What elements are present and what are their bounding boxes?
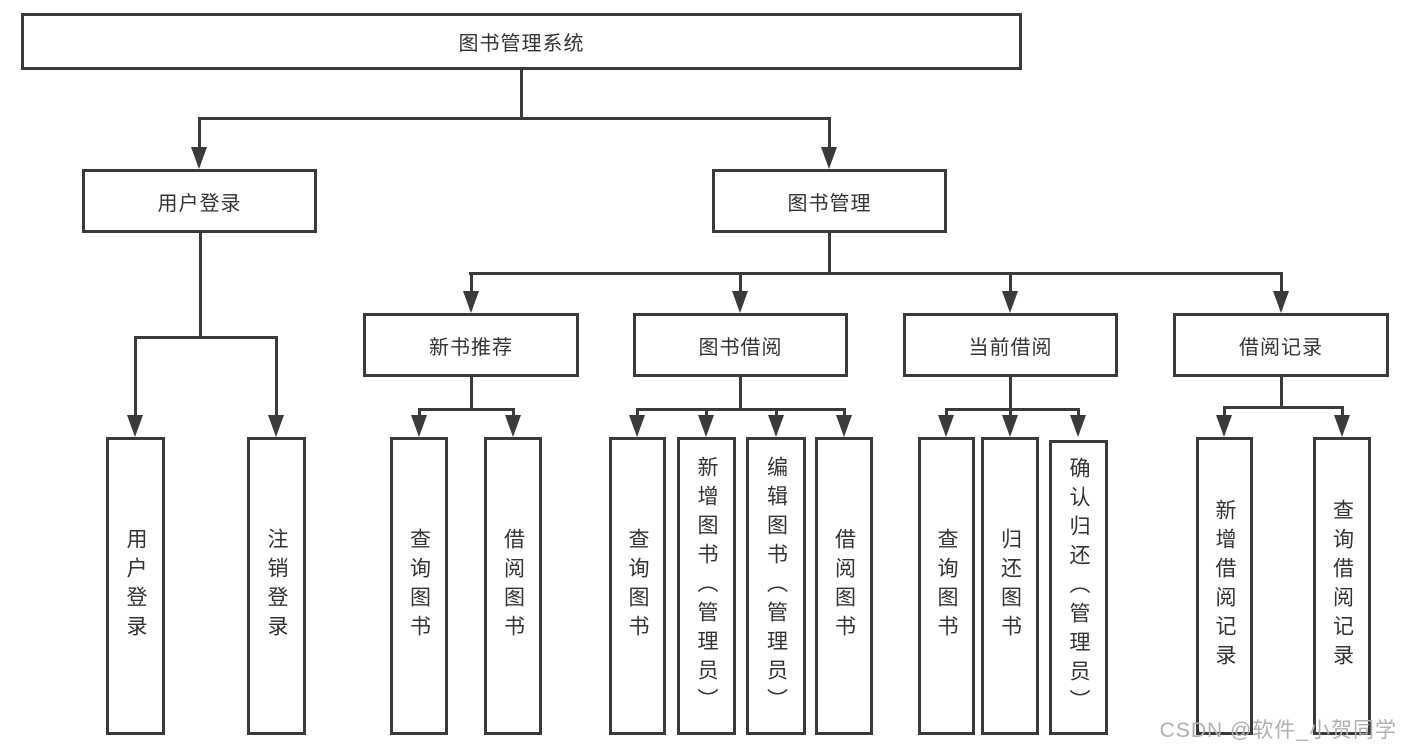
leaf-query-books-recommend: 查询图书	[390, 437, 448, 735]
node-borrowing-records: 借阅记录	[1173, 313, 1389, 377]
connector-segment	[470, 377, 473, 410]
arrowhead-down-icon	[411, 415, 427, 437]
connector-segment	[1223, 406, 1226, 416]
arrowhead-down-icon	[1273, 291, 1289, 313]
connector-segment	[843, 408, 846, 416]
arrowhead-down-icon	[463, 291, 479, 313]
arrowhead-down-icon	[1002, 291, 1018, 313]
leaf-label: 新增图书（管理员）	[695, 455, 718, 717]
leaf-label: 借阅图书	[501, 528, 525, 644]
node-library-management-system: 图书管理系统	[21, 13, 1022, 70]
connector-segment	[1280, 377, 1283, 408]
leaf-confirm-return-admin: 确认归还（管理员）	[1049, 440, 1108, 735]
connector-segment	[418, 408, 421, 416]
arrowhead-down-icon	[191, 147, 207, 169]
arrowhead-down-icon	[1070, 415, 1086, 437]
leaf-edit-books-admin: 编辑图书（管理员）	[746, 437, 806, 735]
connector-segment	[1077, 408, 1080, 416]
arrowhead-down-icon	[1334, 415, 1350, 437]
leaf-label: 注销登录	[265, 528, 288, 644]
connector-segment	[636, 408, 846, 411]
connector-segment	[198, 117, 831, 120]
leaf-query-borrow-record: 查询借阅记录	[1313, 437, 1371, 735]
leaf-query-books-borrowing: 查询图书	[609, 437, 666, 735]
node-user-login: 用户登录	[82, 169, 317, 233]
arrowhead-down-icon	[768, 415, 784, 437]
connector-segment	[198, 117, 201, 148]
connector-segment	[636, 408, 639, 416]
connector-segment	[739, 272, 742, 292]
connector-segment	[134, 336, 137, 416]
leaf-label: 新增借阅记录	[1213, 499, 1236, 673]
leaf-label: 确认归还（管理员）	[1067, 457, 1090, 718]
node-label: 图书管理	[787, 192, 872, 215]
arrowhead-down-icon	[938, 415, 954, 437]
csdn-watermark: CSDN @软件_小贺同学	[1159, 719, 1397, 742]
leaf-label: 归还图书	[998, 528, 1022, 644]
connector-segment	[945, 408, 948, 416]
connector-segment	[418, 408, 515, 411]
connector-segment	[1009, 377, 1012, 410]
arrowhead-down-icon	[732, 291, 748, 313]
connector-segment	[1009, 408, 1012, 416]
node-book-borrowing: 图书借阅	[633, 313, 848, 377]
arrowhead-down-icon	[1216, 415, 1232, 437]
arrowhead-down-icon	[268, 415, 284, 437]
node-label: 借阅记录	[1239, 336, 1323, 359]
leaf-borrow-books-recommend: 借阅图书	[484, 437, 542, 735]
arrowhead-down-icon	[505, 415, 521, 437]
leaf-add-borrow-record: 新增借阅记录	[1196, 437, 1253, 735]
connector-segment	[469, 272, 1283, 275]
leaf-label: 编辑图书（管理员）	[764, 455, 788, 717]
connector-segment	[775, 408, 778, 416]
connector-segment	[705, 408, 708, 416]
connector-segment	[199, 233, 202, 338]
node-label: 当前借阅	[968, 336, 1053, 359]
arrowhead-down-icon	[821, 147, 837, 169]
node-label: 图书管理系统	[458, 33, 585, 55]
connector-segment	[945, 408, 1080, 411]
leaf-label: 查询图书	[407, 528, 431, 644]
node-book-management: 图书管理	[712, 169, 947, 233]
connector-segment	[1341, 406, 1344, 416]
leaf-borrow-books-borrowing: 借阅图书	[815, 437, 873, 735]
leaf-label: 用户登录	[124, 528, 147, 644]
leaf-logout: 注销登录	[247, 437, 306, 735]
arrowhead-down-icon	[698, 415, 714, 437]
leaf-label: 查询图书	[626, 528, 649, 644]
connector-segment	[470, 272, 473, 292]
node-current-borrowing: 当前借阅	[903, 313, 1118, 377]
connector-segment	[1009, 272, 1012, 292]
connector-segment	[1280, 272, 1283, 292]
node-new-book-recommend: 新书推荐	[363, 313, 579, 377]
leaf-label: 查询图书	[935, 528, 958, 644]
arrowhead-down-icon	[836, 415, 852, 437]
connector-segment	[134, 336, 278, 339]
connector-segment	[739, 377, 742, 410]
leaf-query-books-current: 查询图书	[918, 437, 975, 735]
connector-segment	[520, 69, 523, 118]
connector-segment	[828, 233, 831, 274]
node-label: 用户登录	[157, 192, 242, 215]
arrowhead-down-icon	[629, 415, 645, 437]
leaf-add-books-admin: 新增图书（管理员）	[677, 437, 736, 735]
leaf-label: 查询借阅记录	[1330, 499, 1354, 673]
connector-segment	[1223, 406, 1344, 409]
arrowhead-down-icon	[127, 415, 143, 437]
leaf-label: 借阅图书	[832, 528, 856, 644]
arrowhead-down-icon	[1002, 415, 1018, 437]
connector-segment	[512, 408, 515, 416]
leaf-return-books: 归还图书	[981, 437, 1039, 735]
connector-segment	[275, 336, 278, 416]
node-label: 图书借阅	[698, 336, 783, 359]
node-label: 新书推荐	[429, 336, 513, 359]
connector-segment	[828, 117, 831, 148]
leaf-user-login: 用户登录	[106, 437, 165, 735]
